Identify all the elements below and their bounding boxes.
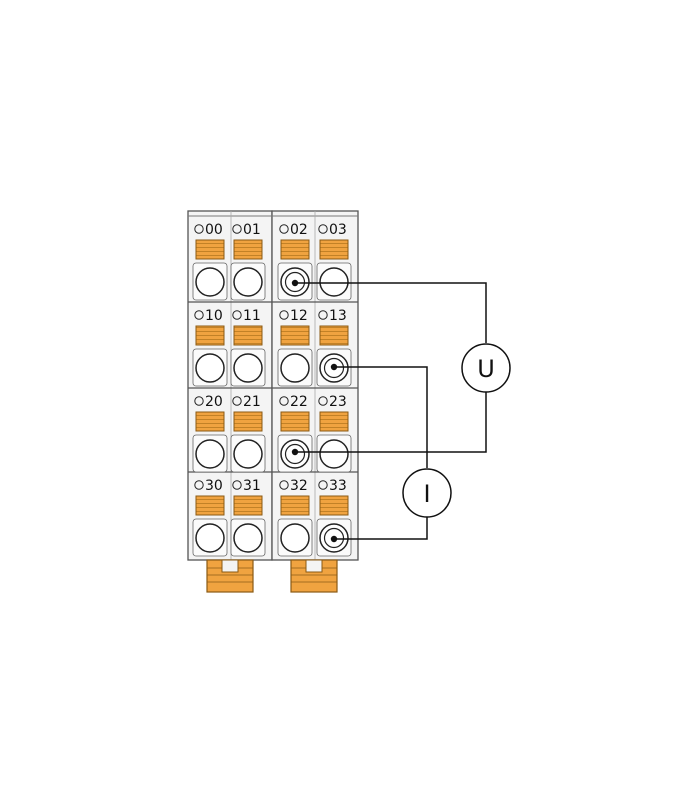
- spring-lever: [233, 325, 263, 346]
- wire-contact-points: [291, 279, 338, 543]
- wiring: [295, 282, 487, 540]
- terminal-20: 20: [192, 394, 228, 473]
- terminal-label: 11: [243, 308, 261, 324]
- spring-lever: [319, 325, 349, 346]
- conductor-entry-hole: [195, 523, 225, 553]
- spring-lever: [280, 239, 310, 260]
- conductor-entry-hole: [195, 353, 225, 383]
- terminal-label: 33: [329, 478, 347, 494]
- spring-lever: [280, 325, 310, 346]
- terminal-label: 30: [205, 478, 223, 494]
- terminal-32: 32: [277, 478, 313, 557]
- terminal-01: 01: [230, 222, 266, 301]
- current-meter-label: I: [423, 480, 430, 508]
- terminal-label: 03: [329, 222, 347, 238]
- conductor-entry-hole: [233, 439, 263, 469]
- voltage-meter-circle: [461, 343, 511, 393]
- terminal-label: 10: [205, 308, 223, 324]
- contact-dot-13: [330, 363, 338, 371]
- terminal-label: 20: [205, 394, 223, 410]
- terminal-marker-icon: [232, 310, 242, 320]
- conductor-inserted-ring: [323, 357, 345, 379]
- spring-lever: [233, 239, 263, 260]
- conductor-inserted-ring: [323, 527, 345, 549]
- terminal-marker-icon: [279, 396, 289, 406]
- spring-lever: [233, 411, 263, 432]
- conductor-entry-hole: [319, 439, 349, 469]
- conductor-entry-hole: [233, 523, 263, 553]
- terminal-00: 00: [192, 222, 228, 301]
- terminal-label: 12: [290, 308, 308, 324]
- wire-voltage-meter-to-22: [295, 392, 487, 453]
- terminal-21: 21: [230, 394, 266, 473]
- terminal-label: 02: [290, 222, 308, 238]
- terminal-label: 01: [243, 222, 261, 238]
- spring-lever: [195, 495, 225, 516]
- spring-lever: [319, 411, 349, 432]
- terminal-marker-icon: [232, 396, 242, 406]
- spring-lever: [195, 239, 225, 260]
- conductor-entry-hole: [319, 267, 349, 297]
- conductor-entry-hole: [280, 523, 310, 553]
- terminal-marker-icon: [194, 480, 204, 490]
- terminal-marker-icon: [318, 310, 328, 320]
- terminal-11: 11: [230, 308, 266, 387]
- conductor-entry-hole: [195, 267, 225, 297]
- spring-lever: [195, 411, 225, 432]
- terminal-marker-icon: [318, 480, 328, 490]
- conductor-inserted-ring: [284, 271, 306, 293]
- terminal-label: 13: [329, 308, 347, 324]
- terminal-23: 23: [316, 394, 352, 473]
- terminal-marker-icon: [279, 480, 289, 490]
- terminal-label: 22: [290, 394, 308, 410]
- conductor-entry-hole: [195, 439, 225, 469]
- spring-lever: [280, 495, 310, 516]
- conductor-entry-hole: [280, 353, 310, 383]
- connector-plug-left: [206, 559, 254, 593]
- spring-lever: [195, 325, 225, 346]
- spring-lever: [280, 411, 310, 432]
- wire-13-to-current-meter: [334, 366, 428, 468]
- terminal-marker-icon: [194, 310, 204, 320]
- terminal-marker-icon: [232, 224, 242, 234]
- terminal-marker-icon: [279, 224, 289, 234]
- terminal-31: 31: [230, 478, 266, 557]
- current-meter-circle: [402, 468, 452, 518]
- terminal-label: 00: [205, 222, 223, 238]
- terminal-12: 12: [277, 308, 313, 387]
- spring-lever: [319, 239, 349, 260]
- spring-lever: [319, 495, 349, 516]
- conductor-entry-hole: [233, 353, 263, 383]
- terminal-label: 21: [243, 394, 261, 410]
- terminal-marker-icon: [232, 480, 242, 490]
- connector-plug-right: [290, 559, 338, 593]
- contact-dot-33: [330, 535, 338, 543]
- spring-lever: [233, 495, 263, 516]
- terminal-30: 30: [192, 478, 228, 557]
- wire-02-to-voltage-meter: [295, 282, 487, 343]
- terminal-marker-icon: [318, 396, 328, 406]
- wire-current-meter-to-33: [334, 517, 428, 540]
- contact-dot-02: [291, 279, 299, 287]
- conductor-entry-hole: [233, 267, 263, 297]
- terminal-marker-icon: [194, 396, 204, 406]
- terminal-marker-icon: [318, 224, 328, 234]
- terminal-label: 23: [329, 394, 347, 410]
- voltage-meter: U: [461, 343, 511, 393]
- terminal-label: 32: [290, 478, 308, 494]
- terminal-marker-icon: [279, 310, 289, 320]
- conductor-inserted-ring: [284, 443, 306, 465]
- terminal-marker-icon: [194, 224, 204, 234]
- voltage-meter-label: U: [477, 355, 495, 383]
- terminal-label: 31: [243, 478, 261, 494]
- current-meter: I: [402, 468, 452, 518]
- terminal-10: 10: [192, 308, 228, 387]
- terminal-03: 03: [316, 222, 352, 301]
- contact-dot-22: [291, 448, 299, 456]
